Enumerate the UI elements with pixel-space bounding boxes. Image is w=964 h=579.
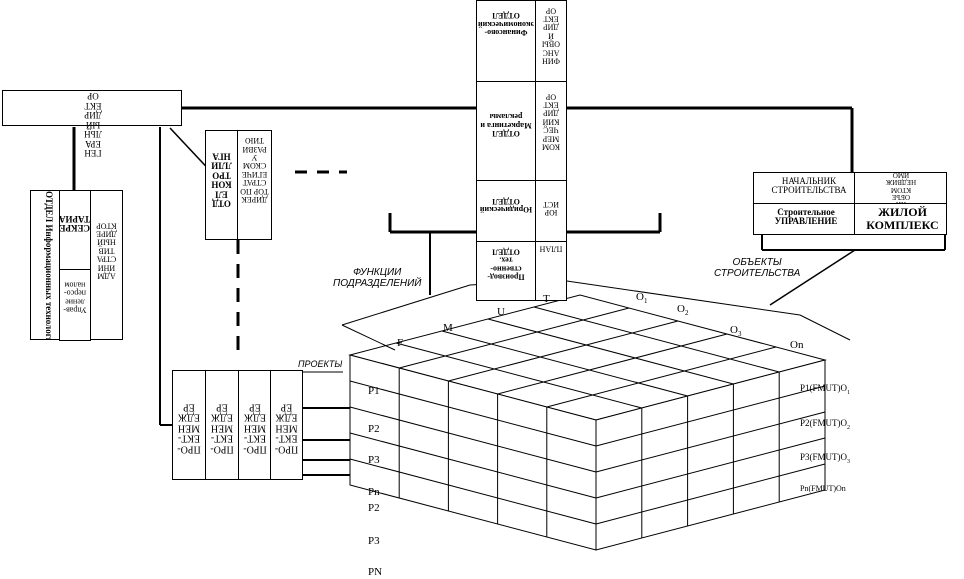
general-director-box: ГЕН ЕРА ЛЬН ЫЙ ДИР ЕКТ ОР xyxy=(2,90,182,158)
project-manager-3-label: ПРО- ЕКТ- МЕН ЕДЖ ЕР xyxy=(243,401,267,455)
controlling-label: ОТД ЕЛ КОН ТРО ЛЛИ НГА xyxy=(211,151,232,209)
legal-dept-cell: Юридический ОТДЕЛ xyxy=(476,180,536,242)
cube-top-grid-line xyxy=(399,307,630,369)
cube-function-plane-line xyxy=(559,279,801,316)
cube-object-o2: O2 xyxy=(677,303,689,318)
secretariat-cell: СЕКРЕ ТАРИАТ xyxy=(59,190,91,270)
project-manager-2: ПРО- ЕКТ- МЕН ЕДЖ ЕР xyxy=(205,370,239,480)
marketing-dept-label: ОТДЕЛ Маркетинга и рекламы xyxy=(480,112,532,139)
construction-mgmt-cell: Строительное УПРАВЛЕНИЕ xyxy=(753,203,855,235)
residential-complex-label: ЖИЛОЙ КОМПЛЕКС xyxy=(866,205,939,232)
plan-cell: ПЛАН xyxy=(535,241,567,301)
cube-object-o3: O3 xyxy=(730,324,742,339)
strategy-block: ОТД ЕЛ КОН ТРО ЛЛИ НГА ДИРЕК ТОР ПО СТРА… xyxy=(205,130,272,240)
cube-top-grid-line xyxy=(441,330,688,397)
construction-mgmt-label: Строительное УПРАВЛЕНИЕ xyxy=(774,207,838,227)
projects-label: ПРОЕКТЫ xyxy=(298,359,343,369)
project-manager-3: ПРО- ЕКТ- МЕН ЕДЖ ЕР xyxy=(238,370,272,480)
cube-left-grid-line xyxy=(349,458,597,525)
cube-top-grid-line xyxy=(546,346,777,408)
cube-project-p3: P3 xyxy=(368,455,380,464)
project-manager-4-label: ПРО- ЕКТ- МЕН ЕДЖ ЕР xyxy=(274,401,299,455)
cube-function-f: F xyxy=(397,337,404,349)
cube-right-label-4: Pn(FMUT)On xyxy=(800,484,846,493)
project-manager-1: ПРО- ЕКТ- МЕН ЕДЖ ЕР xyxy=(172,370,206,480)
cube-function-plane-line xyxy=(341,324,396,351)
plan-label: ПЛАН xyxy=(539,244,563,254)
cube-top-grid-line xyxy=(395,342,642,409)
cube-right-grid-line xyxy=(595,411,826,473)
cube-right-label-1: P1(FMUT)O1 xyxy=(800,383,851,396)
below-project-pn: PN xyxy=(368,566,383,578)
production-dept-cell: Производ- ственно- тех. ОТДЕЛ xyxy=(476,241,536,301)
cube-left-grid-line xyxy=(349,432,597,499)
it-dept-block: ОТДЕЛ Информационных технологий СЕКРЕ ТА… xyxy=(30,190,123,341)
strategy-director-label: ДИРЕК ТОР ПО СТРАТ ЕГИЧЕ СКОМ У РАЗВИ ТИ… xyxy=(240,136,269,205)
production-dept-label: Производ- ственно- тех. ОТДЕЛ xyxy=(487,247,525,282)
hr-cell: Управ- ление персо- налом xyxy=(59,269,91,341)
finance-director-cell: ФИН АНС ОВЫ Й ДИР ЕКТ ОР xyxy=(535,0,567,82)
construction-head-label: НАЧАЛЬНИК СТРОИТЕЛЬСТВА xyxy=(771,176,847,196)
property-manager-label: УПРАВ ЛЯЮЩ ИЙ ОБЪЕ КТОМ НЕДВИЖ ИМО СТИ xyxy=(885,172,917,203)
secretariat-label: СЕКРЕ ТАРИАТ xyxy=(59,213,90,233)
cube-left-grid-line xyxy=(349,406,597,473)
cube-top-grid-line xyxy=(533,306,780,373)
cube-right-grid-line xyxy=(595,463,826,525)
project-managers-block: ПРО- ЕКТ- МЕН ЕДЖ ЕР ПРО- ЕКТ- МЕН ЕДЖ Е… xyxy=(172,370,303,480)
cube-project-pn: Pn xyxy=(368,486,380,498)
hr-label: Управ- ление персо- налом xyxy=(63,280,87,315)
general-director-label: ГЕН ЕРА ЛЬН ЫЙ ДИР ЕКТ ОР xyxy=(84,91,102,158)
commercial-director-cell: КОМ МЕР ЧЕС КИЙ ДИР ЕКТ ОР xyxy=(535,81,567,181)
cube-top-grid-line xyxy=(487,318,734,385)
finance-dept-cell: Финансово- экономический ОТДЕЛ xyxy=(476,0,536,82)
cube-project-p2: P2 xyxy=(368,424,380,433)
project-manager-4: ПРО- ЕКТ- МЕН ЕДЖ ЕР xyxy=(270,370,303,480)
cube-right-label-3: P3(FMUT)O3 xyxy=(800,452,851,465)
below-project-p2: P2 xyxy=(368,502,380,514)
cube-right-face xyxy=(595,359,826,551)
construction-block: НАЧАЛЬНИК СТРОИТЕЛЬСТВА Строительное УПР… xyxy=(753,172,947,235)
project-manager-2-label: ПРО- ЕКТ- МЕН ЕДЖ ЕР xyxy=(210,401,234,455)
it-dept-label: ОТДЕЛ Информационных технологий xyxy=(44,191,54,340)
controlling-cell: ОТД ЕЛ КОН ТРО ЛЛИ НГА xyxy=(205,130,238,240)
finance-dept-label: Финансово- экономический ОТДЕЛ xyxy=(478,11,535,38)
admin-director-cell: АДМ ИНИ СТРА ТИВ НЫЙ ДИРЕ КТОР xyxy=(90,190,123,340)
cube-object-on: On xyxy=(790,339,804,351)
cube-top-grid-line xyxy=(448,320,679,382)
it-dept-cell: ОТДЕЛ Информационных технологий xyxy=(30,190,60,340)
functions-label: ФУНКЦИИ ПОДРАЗДЕЛЕНИЙ xyxy=(333,267,422,289)
cube-right-label-2: P2(FMUT)O2 xyxy=(800,418,851,431)
residential-complex-cell: ЖИЛОЙ КОМПЛЕКС xyxy=(854,203,947,235)
marketing-dept-cell: ОТДЕЛ Маркетинга и рекламы xyxy=(476,81,536,181)
cube-project-p1: P1 xyxy=(368,385,380,397)
lawyer-cell: ЮР ИСТ xyxy=(535,180,567,242)
cube-object-o1: O1 xyxy=(636,291,648,306)
cube-function-m: M xyxy=(443,322,453,334)
top-column: Финансово- экономический ОТДЕЛ ФИН АНС О… xyxy=(476,0,567,301)
finance-director-label: ФИН АНС ОВЫ Й ДИР ЕКТ ОР xyxy=(541,6,561,66)
below-project-p3: P3 xyxy=(368,535,380,547)
admin-director-label: АДМ ИНИ СТРА ТИВ НЫЙ ДИРЕ КТОР xyxy=(96,221,117,281)
cube-left-grid-line xyxy=(349,380,597,447)
legal-dept-label: Юридический ОТДЕЛ xyxy=(479,196,533,214)
cube-function-u: U xyxy=(497,306,505,318)
strategy-director-cell: ДИРЕК ТОР ПО СТРАТ ЕГИЧЕ СКОМ У РАЗВИ ТИ… xyxy=(237,130,272,240)
objects-label: ОБЪЕКТЫ СТРОИТЕЛЬСТВА xyxy=(714,257,801,279)
cube-function-plane-line xyxy=(799,314,851,341)
commercial-director-label: КОМ МЕР ЧЕС КИЙ ДИР ЕКТ ОР xyxy=(541,92,561,152)
project-manager-1-label: ПРО- ЕКТ- МЕН ЕДЖ ЕР xyxy=(177,401,201,455)
cube-right-grid-line xyxy=(595,385,826,447)
cube-function-plane-line xyxy=(341,284,471,326)
construction-head-cell: НАЧАЛЬНИК СТРОИТЕЛЬСТВА xyxy=(753,172,855,204)
lawyer-label: ЮР ИСТ xyxy=(543,199,559,217)
cube-function-t: T xyxy=(543,293,550,305)
cube-right-grid-line xyxy=(595,437,826,499)
property-manager-cell: УПРАВ ЛЯЮЩ ИЙ ОБЪЕ КТОМ НЕДВИЖ ИМО СТИ xyxy=(854,172,947,204)
cube-top-grid-line xyxy=(497,333,728,395)
